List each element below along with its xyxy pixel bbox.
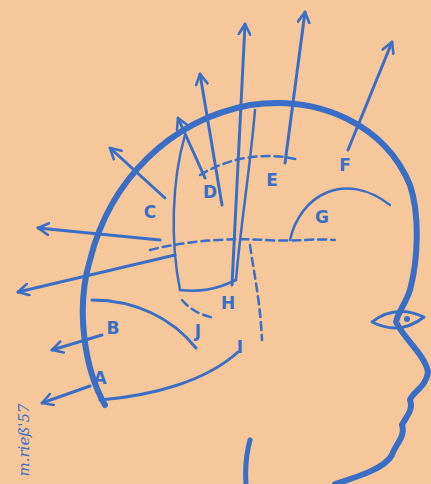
arrow bbox=[38, 228, 160, 240]
arrow bbox=[18, 255, 175, 292]
eye bbox=[372, 312, 424, 328]
arrow bbox=[285, 12, 305, 163]
region-letter: I bbox=[237, 339, 243, 356]
region-letter: C bbox=[144, 204, 156, 221]
dashed-boundary bbox=[250, 245, 262, 340]
brain-line bbox=[100, 352, 238, 400]
brain-line bbox=[180, 280, 236, 291]
arrow bbox=[52, 335, 102, 350]
pupil bbox=[404, 316, 410, 322]
region-letter: B bbox=[107, 320, 120, 337]
region-letter: J bbox=[195, 323, 201, 340]
region-letter: E bbox=[266, 172, 278, 189]
region-letter: F bbox=[339, 157, 351, 174]
head-outline bbox=[83, 103, 428, 484]
brain-line bbox=[92, 300, 196, 348]
brain-line bbox=[174, 135, 185, 290]
dashed-boundary bbox=[182, 300, 215, 318]
neck-line bbox=[246, 440, 250, 484]
arrow bbox=[348, 42, 392, 150]
arrow bbox=[42, 386, 90, 403]
region-letter: H bbox=[221, 295, 235, 312]
arrow bbox=[178, 118, 205, 178]
region-letter: G bbox=[315, 209, 329, 226]
brain-line bbox=[290, 189, 390, 240]
dashed-boundary bbox=[150, 239, 335, 250]
arrow bbox=[200, 74, 222, 205]
arrow bbox=[232, 24, 245, 285]
region-letter: D bbox=[203, 184, 217, 201]
arrow bbox=[110, 148, 165, 198]
region-letter: A bbox=[93, 370, 106, 387]
signature: m.rieß'57 bbox=[17, 403, 32, 476]
